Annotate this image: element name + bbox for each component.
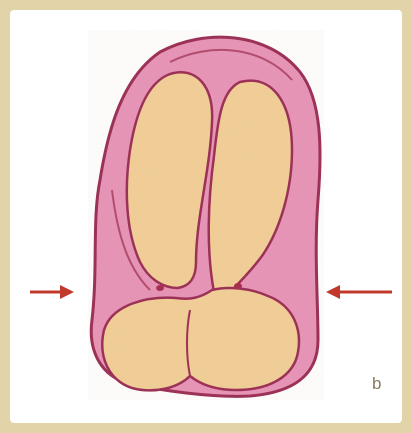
panel-label: b (372, 374, 381, 394)
left-arrow (30, 285, 74, 299)
right-arrow (326, 285, 392, 299)
texture-overlay (88, 30, 324, 400)
